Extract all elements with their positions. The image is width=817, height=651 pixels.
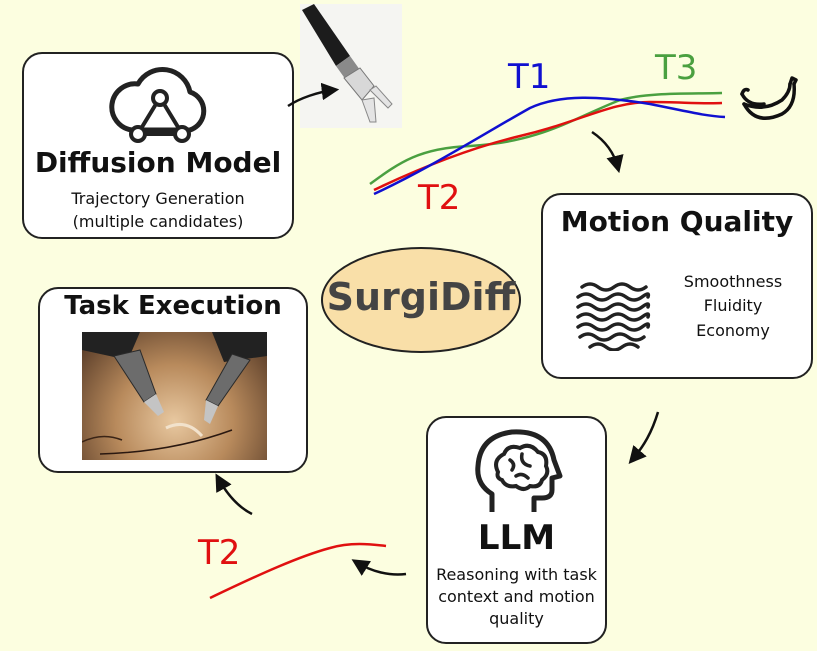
surgical-scene-image <box>82 332 267 460</box>
trajectory-t2-label: T2 <box>418 178 461 218</box>
task-execution-box: Task Execution <box>38 287 308 473</box>
trajectory-t1-curve <box>373 96 726 196</box>
brain-head-icon <box>475 429 563 512</box>
metric-smoothness: Smoothness <box>683 272 783 291</box>
wave-lines-icon <box>576 282 651 351</box>
diffusion-model-title: Diffusion Model <box>34 146 282 179</box>
center-label: SurgiDiff <box>326 275 516 319</box>
diffusion-model-line1: Trajectory Generation <box>71 189 245 208</box>
selected-trajectory-label: T2 <box>198 533 241 573</box>
center-ellipse: SurgiDiff <box>321 247 521 353</box>
robot-instrument-image <box>300 4 402 128</box>
cloud-network-icon <box>109 66 207 143</box>
arrow-llm-to-trajectory <box>351 559 407 576</box>
diffusion-model-box: Diffusion Model Trajectory Generation (m… <box>22 52 294 239</box>
llm-box: LLM Reasoning with task context and moti… <box>426 416 607 644</box>
arrow-trajectory-to-task <box>215 473 253 516</box>
banana-icon <box>740 76 798 120</box>
llm-title: LLM <box>477 518 556 558</box>
task-execution-title: Task Execution <box>64 291 282 321</box>
arrow-trajectories-to-motion <box>591 130 624 174</box>
trajectory-t3-label: T3 <box>655 48 698 88</box>
motion-quality-box: Motion Quality Smoothness Fluidity Econo… <box>541 193 813 379</box>
arrow-diffusion-to-instrument <box>287 82 340 108</box>
trajectory-t1-label: T1 <box>508 57 551 97</box>
metric-economy: Economy <box>696 321 770 340</box>
trajectory-t3-curve <box>369 91 723 186</box>
llm-line2: context and motion <box>438 587 595 606</box>
metric-fluidity: Fluidity <box>703 296 763 315</box>
arrow-motion-to-llm <box>628 411 660 464</box>
diffusion-model-line2: (multiple candidates) <box>72 212 244 231</box>
trajectory-selected-curve <box>209 542 387 600</box>
llm-line1: Reasoning with task <box>436 565 597 584</box>
motion-quality-title: Motion Quality <box>560 205 794 238</box>
llm-line3: quality <box>489 609 544 628</box>
trajectory-t2-curve <box>373 100 723 192</box>
